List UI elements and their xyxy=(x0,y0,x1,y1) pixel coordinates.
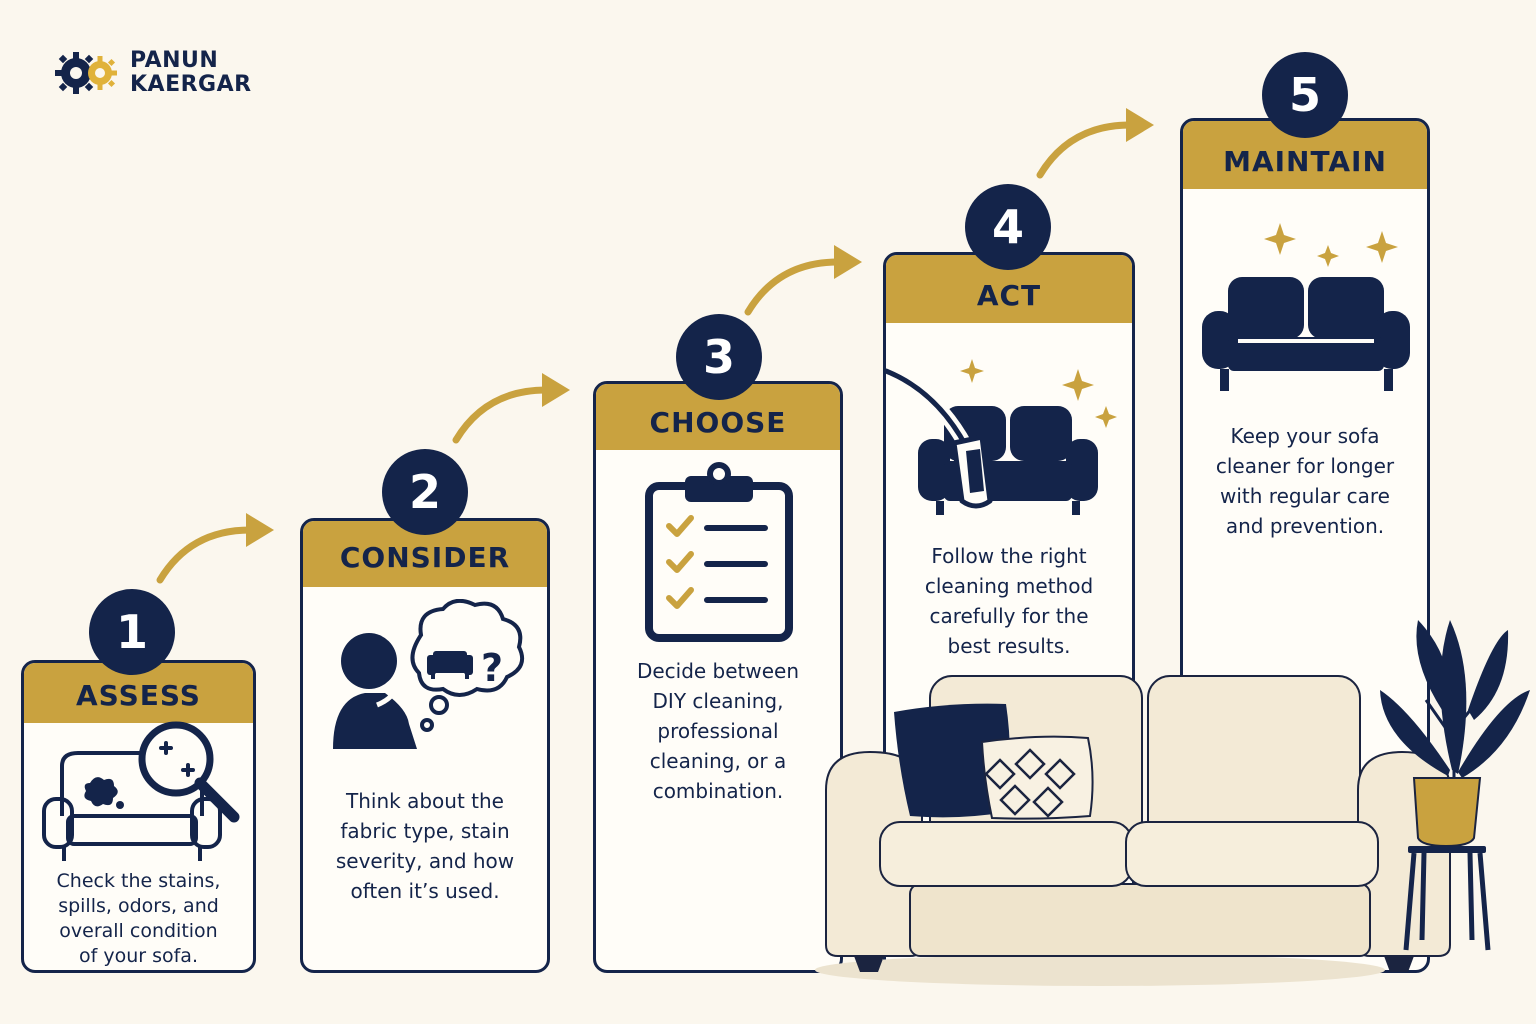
step-card-assess: ASSESS Check the stains, spills, odors, … xyxy=(21,660,256,973)
step-description: Think about the fabric type, stain sever… xyxy=(303,786,547,906)
arrow-1-to-2 xyxy=(156,513,274,584)
desc-line: Keep your sofa xyxy=(1230,424,1380,448)
desc-line: best results. xyxy=(947,634,1071,658)
brand-logo: PANUN KAERGAR xyxy=(54,48,252,98)
desc-line: cleaning method xyxy=(924,574,1094,598)
desc-line: Think about the xyxy=(346,789,504,813)
desc-line: DIY cleaning, xyxy=(652,689,784,713)
sofa-vacuum-icon xyxy=(886,359,1117,515)
desc-line: professional xyxy=(657,719,779,743)
step-number-badge: 4 xyxy=(965,184,1051,270)
step-description: Keep your sofa cleaner for longer with r… xyxy=(1183,421,1427,541)
arrow-4-to-5 xyxy=(1036,108,1154,179)
sofa-magnifier-icon xyxy=(42,721,240,861)
step-card-choose: CHOOSE Decide between DIY cleaning, prof… xyxy=(593,381,843,973)
clipboard-checklist-icon xyxy=(645,462,793,642)
desc-line: often it’s used. xyxy=(350,879,500,903)
brand-name-line1: PANUN xyxy=(130,48,219,73)
desc-line: combination. xyxy=(652,779,784,803)
step-number-badge: 3 xyxy=(676,314,762,400)
clean-sofa-icon xyxy=(1202,223,1410,391)
desc-line: Check the stains, xyxy=(56,870,221,892)
thinking-person-icon: ? xyxy=(333,599,524,749)
step-number-badge: 2 xyxy=(382,449,468,535)
desc-line: severity, and how xyxy=(335,849,515,873)
step-description: Decide between DIY cleaning, professiona… xyxy=(596,656,840,806)
step-description: Check the stains, spills, odors, and ove… xyxy=(24,869,253,969)
desc-line: and prevention. xyxy=(1225,514,1385,538)
arrow-2-to-3 xyxy=(452,373,570,444)
desc-line: Decide between xyxy=(636,659,800,683)
gear-logo-icon xyxy=(55,52,117,94)
step-description: Follow the right cleaning method careful… xyxy=(886,541,1132,661)
desc-line: with regular care xyxy=(1220,484,1390,508)
step-card-consider: CONSIDER ? Think about the fabric type, … xyxy=(300,518,550,973)
desc-line: overall condition xyxy=(59,920,218,942)
desc-line: of your sofa. xyxy=(78,945,198,967)
svg-text:?: ? xyxy=(481,646,503,690)
arrow-3-to-4 xyxy=(744,245,862,316)
step-number-badge: 5 xyxy=(1262,52,1348,138)
cream-sofa-illustration xyxy=(815,620,1530,986)
desc-line: spills, odors, and xyxy=(58,895,219,917)
desc-line: Follow the right xyxy=(931,544,1087,568)
desc-line: cleaner for longer xyxy=(1215,454,1395,478)
desc-line: cleaning, or a xyxy=(649,749,787,773)
desc-line: fabric type, stain xyxy=(340,819,510,843)
desc-line: carefully for the xyxy=(929,604,1089,628)
step-number-badge: 1 xyxy=(89,589,175,675)
brand-name-line2: KAERGAR xyxy=(130,72,252,97)
